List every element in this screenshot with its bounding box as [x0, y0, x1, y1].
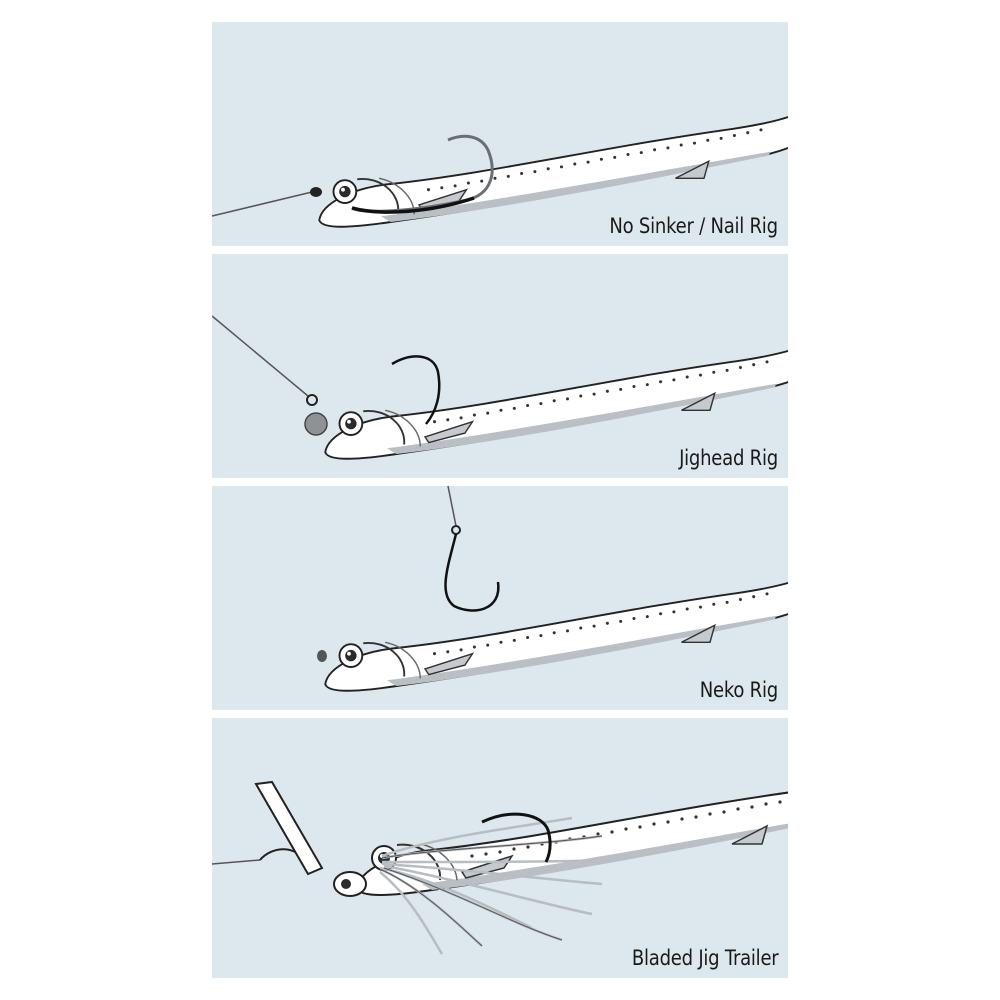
jighead-weight	[304, 412, 328, 436]
fish-trailer	[356, 718, 788, 896]
hook-shank	[351, 196, 475, 214]
nail-weight	[310, 187, 322, 197]
chatter-blade	[254, 780, 324, 876]
fish-lure	[324, 280, 788, 460]
panel-bladed-jig-trailer: Bladed Jig Trailer	[212, 718, 788, 978]
fishing-line	[447, 486, 457, 527]
hook	[444, 533, 500, 612]
rig-label: Neko Rig	[699, 678, 778, 702]
hook	[481, 812, 552, 863]
jig-skirt-outline	[381, 835, 603, 947]
panel-jighead-rig: Jighead Rig	[212, 254, 788, 478]
fish-lure	[318, 48, 788, 228]
jighead-rig-illustration	[212, 280, 788, 460]
jig-eye	[341, 879, 351, 889]
panel-neko-rig: Neko Rig	[212, 486, 788, 710]
rig-label: No Sinker / Nail Rig	[609, 214, 779, 238]
line-tie	[451, 525, 461, 535]
fishing-line	[212, 315, 309, 397]
fishing-line	[212, 859, 261, 865]
rig-label: Bladed Jig Trailer	[631, 946, 778, 970]
panel-no-sinker-nail-rig: No Sinker / Nail Rig	[212, 22, 788, 246]
bladed-jig-illustration	[212, 718, 788, 955]
fishing-line	[212, 191, 313, 217]
fish-lure	[324, 512, 788, 692]
nail-weight	[317, 650, 327, 662]
no-sinker-rig-illustration	[212, 48, 788, 228]
hook	[391, 355, 441, 425]
rig-label: Jighead Rig	[679, 446, 778, 470]
neko-rig-illustration	[317, 486, 788, 692]
line-tie	[306, 394, 318, 406]
